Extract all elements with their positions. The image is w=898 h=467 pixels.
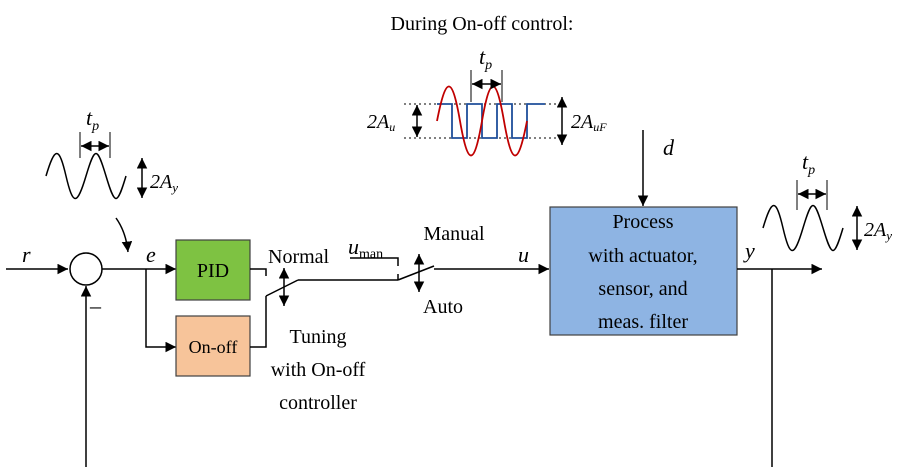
minus-sign: – — [89, 293, 102, 318]
error-branch-line — [145, 269, 176, 353]
onoff-output-line — [250, 296, 267, 348]
signal-label-u: u — [518, 242, 529, 267]
injection-arrow — [115, 217, 133, 253]
signal-label-e: e — [146, 242, 156, 267]
sine-wave-red — [436, 85, 528, 157]
amplitude-label-u: 2Au — [367, 111, 395, 134]
onoff-label: On-off — [189, 337, 238, 357]
process-block — [549, 206, 738, 336]
period-label-right: tp — [802, 149, 815, 178]
summing-junction — [69, 252, 103, 286]
amplitude-label-right: 2Ay — [864, 219, 892, 243]
tuning-label-line-1: Tuning — [289, 326, 346, 348]
selector-switch-arm — [265, 279, 299, 297]
tuning-label-line-2: with On-off — [271, 359, 366, 381]
u-man-subscript: man — [359, 247, 383, 262]
process-label-line-4: meas. filter — [598, 311, 688, 333]
process-label-line-3: sensor, and — [598, 278, 687, 300]
output-oscillation-wave — [762, 205, 844, 251]
signal-label-d: d — [663, 135, 675, 160]
normal-label: Normal — [268, 246, 330, 268]
reference-oscillation-wave — [45, 153, 127, 199]
signal-label-y: y — [743, 238, 755, 263]
process-label-line-2: with actuator, — [588, 245, 697, 267]
tuning-label-line-3: controller — [279, 392, 357, 414]
u-man-line — [350, 257, 399, 266]
amplitude-label-left: 2Ay — [150, 171, 178, 195]
amplitude-label-uf: 2AuF — [571, 111, 607, 134]
signal-label-r: r — [22, 242, 31, 267]
pid-block — [175, 239, 251, 301]
filtered-square-wave — [437, 103, 545, 139]
onoff-block — [175, 315, 251, 377]
pid-label: PID — [197, 260, 229, 282]
pid-output-line — [250, 268, 267, 276]
manual-label: Manual — [423, 223, 485, 245]
auto-label: Auto — [423, 296, 463, 318]
process-label-line-1: Process — [612, 211, 673, 233]
mode-switch-arm — [397, 265, 435, 281]
period-label-top: tp — [479, 44, 492, 73]
period-label-left: tp — [86, 105, 99, 134]
title: During On-off control: — [391, 13, 574, 35]
